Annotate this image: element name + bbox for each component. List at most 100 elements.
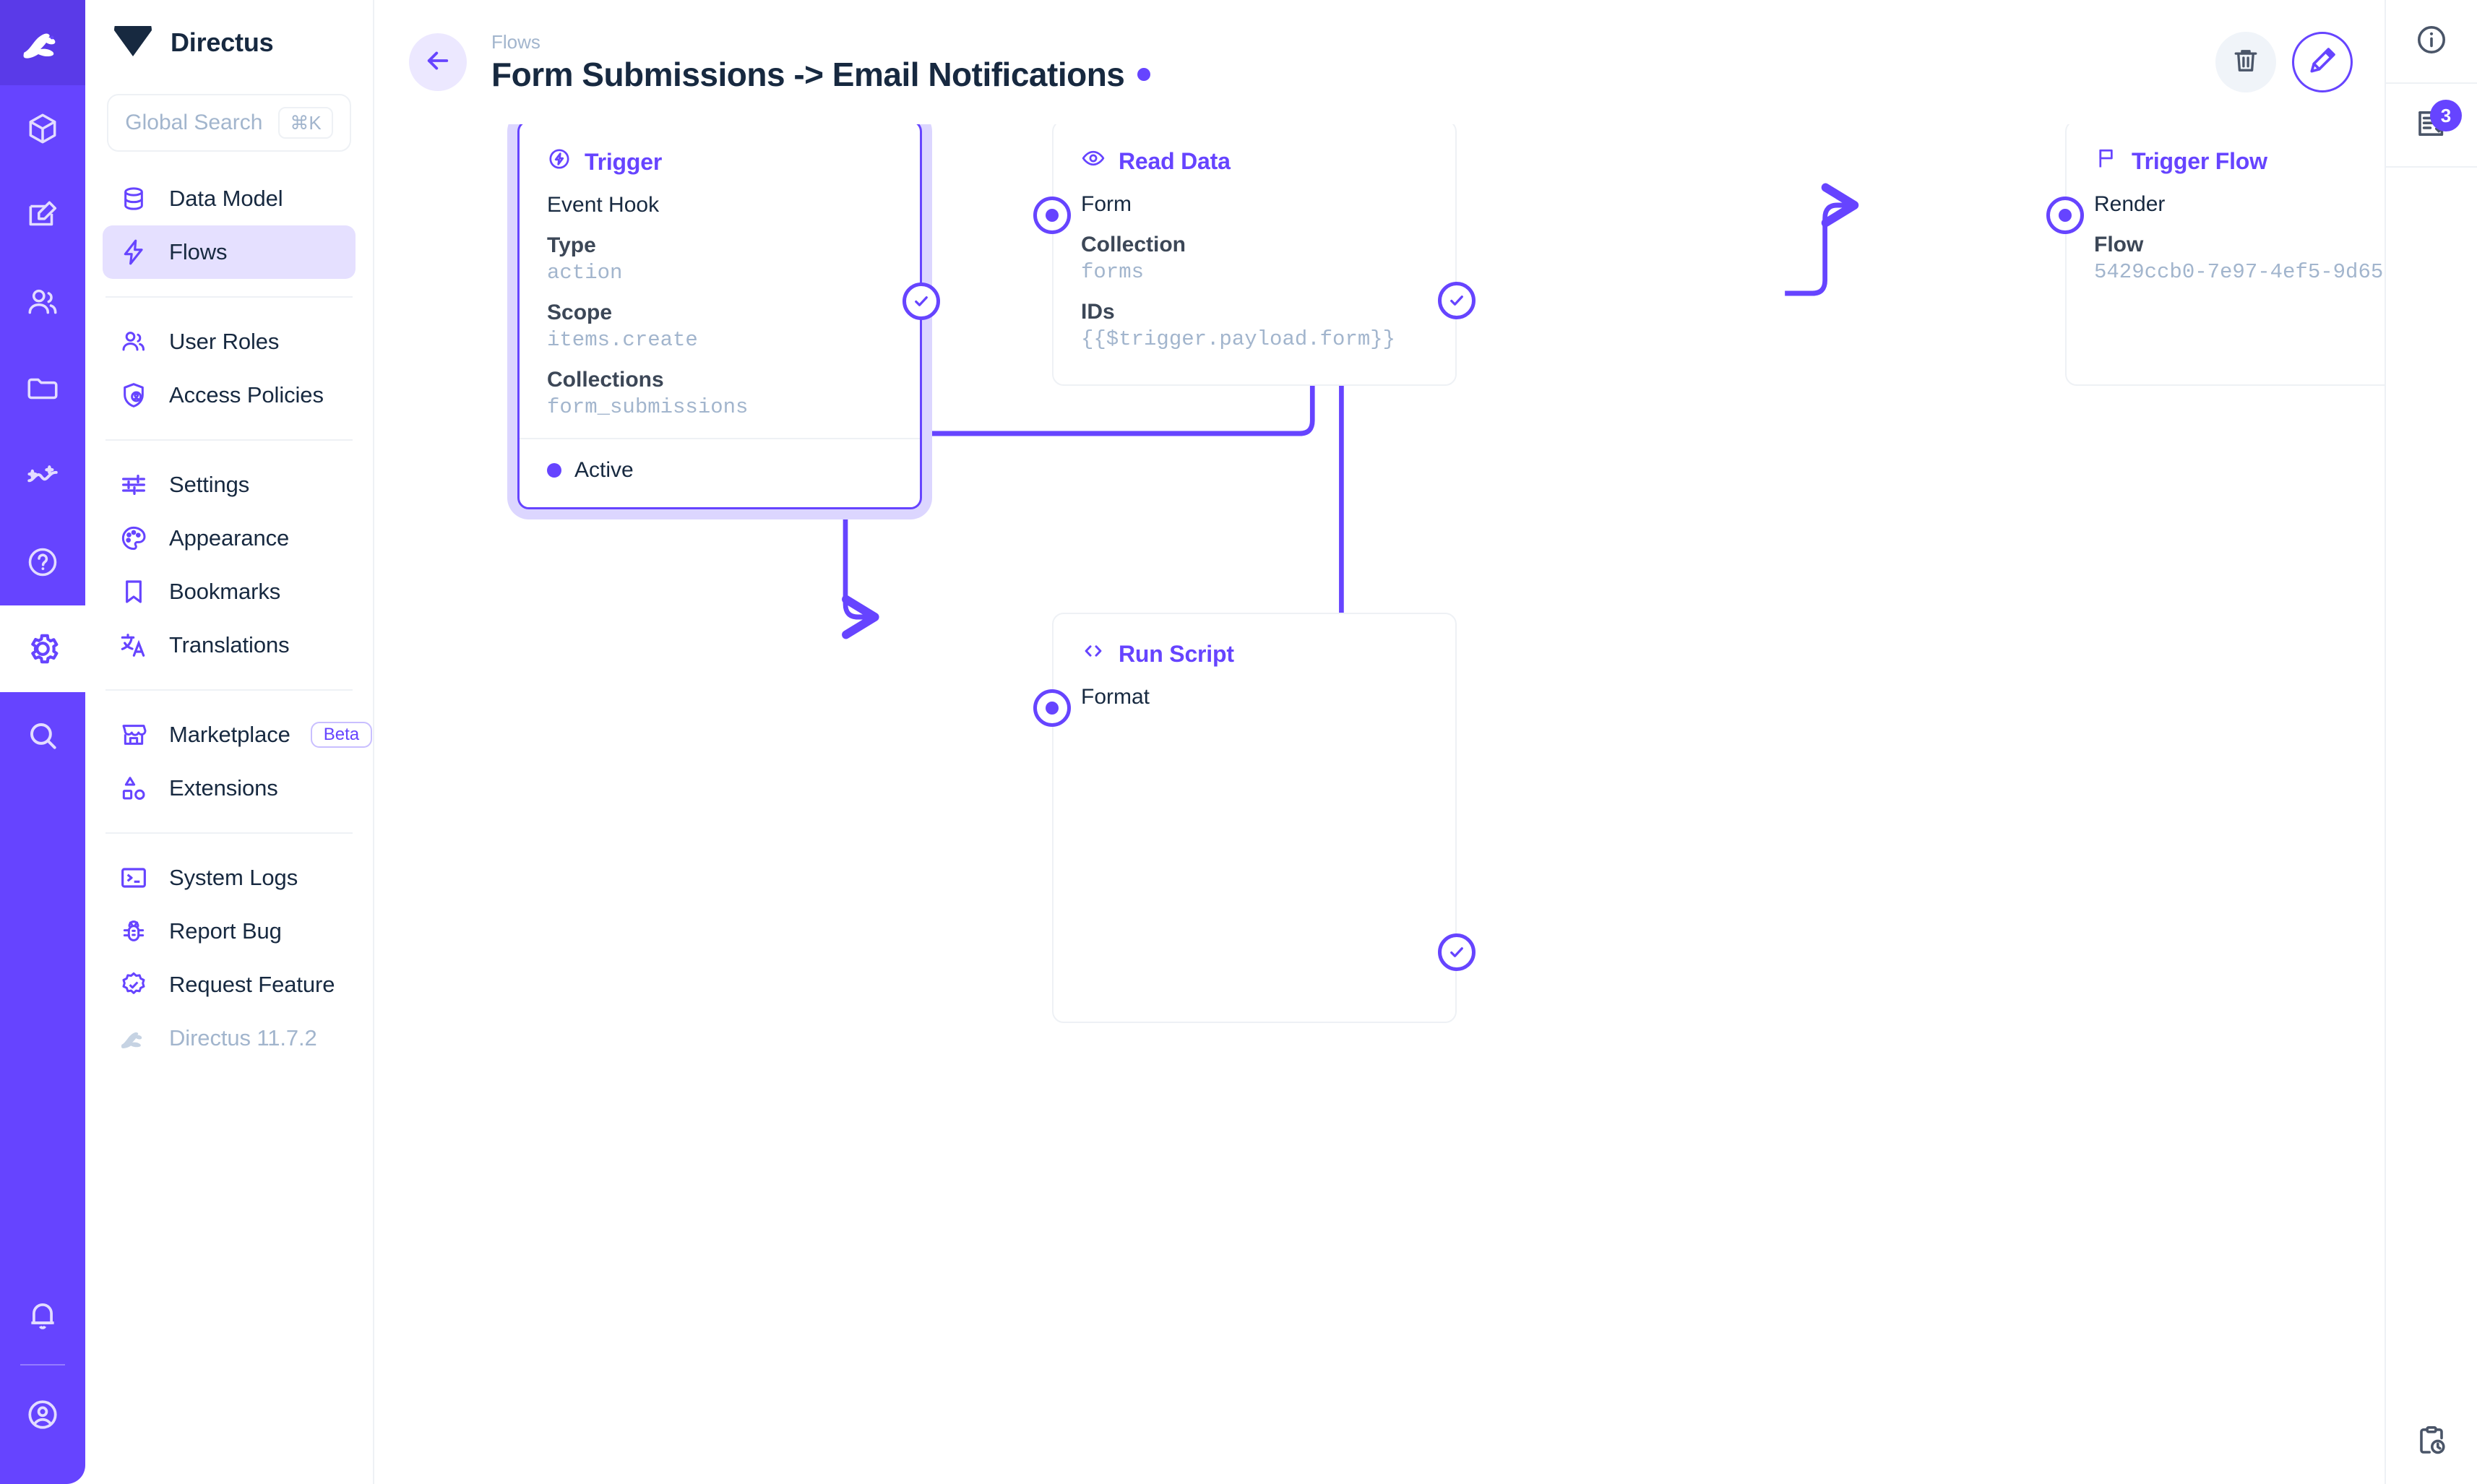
trigger-bolt-circle-icon	[547, 147, 572, 177]
sidebar-item-user-roles[interactable]: User Roles	[103, 315, 356, 368]
title-block: Flows Form Submissions -> Email Notifica…	[491, 30, 1151, 94]
brand-name: Directus	[171, 27, 274, 57]
edit-flow-button[interactable]	[2292, 32, 2353, 92]
flow-node-read-data[interactable]: Read Data Form Collection forms IDs {{$t…	[1033, 124, 1476, 386]
port-input-run-script[interactable]	[1033, 689, 1071, 727]
page-title: Form Submissions -> Email Notifications	[491, 55, 1125, 93]
rail-item-users[interactable]	[0, 259, 85, 345]
edge-trigger-flow-render-to-send	[1785, 183, 1859, 296]
sidebar-item-marketplace[interactable]: Marketplace Beta	[103, 708, 373, 762]
flow-node-run-script[interactable]: Run Script Format	[1033, 613, 1476, 1023]
flow-node-trigger-flow-render[interactable]: Trigger Flow Render Flow 5429ccb0-7e97-4…	[2046, 124, 2385, 386]
sidebar-item-flows[interactable]: Flows	[103, 225, 356, 279]
eye-icon	[1081, 146, 1106, 176]
node-title-row: Run Script	[1081, 639, 1428, 669]
sidebar-item-label: Extensions	[169, 775, 278, 801]
rail-item-help[interactable]	[0, 519, 85, 605]
sidebar-item-settings[interactable]: Settings	[103, 458, 356, 512]
shapes-icon	[119, 773, 149, 803]
nav-divider	[105, 296, 353, 298]
nav-group-1: Data Model Flows	[85, 152, 373, 279]
nav-divider	[105, 832, 353, 834]
rail-item-insights[interactable]	[0, 432, 85, 519]
nav-group-5: System Logs Report Bug Request Feature	[85, 851, 373, 1065]
sidebar-item-translations[interactable]: Translations	[103, 618, 356, 672]
field-value-scope: items.create	[547, 328, 698, 352]
trash-icon	[2230, 45, 2262, 80]
code-brackets-icon	[1081, 639, 1106, 669]
sidebar-item-label: System Logs	[169, 865, 298, 890]
search-shortcut-key: ⌘K	[278, 106, 333, 139]
field-label-flow: Flow	[2094, 233, 2144, 256]
field-label-type: Type	[547, 233, 596, 257]
rail-item-content[interactable]	[0, 85, 85, 172]
field-label-collection: Collection	[1081, 233, 1186, 256]
field-value-ids: {{$trigger.payload.form}}	[1081, 327, 1396, 351]
page-header: Flows Form Submissions -> Email Notifica…	[374, 0, 2385, 124]
shield-person-icon	[119, 380, 149, 410]
port-resolve-read-data[interactable]	[1438, 282, 1476, 319]
search-placeholder: Global Search	[125, 111, 263, 134]
field-label-collections: Collections	[547, 368, 664, 392]
verified-check-icon	[119, 970, 149, 1000]
sidebar-item-bookmarks[interactable]: Bookmarks	[103, 565, 356, 618]
clipboard-clock-icon	[2414, 1423, 2449, 1462]
rail-item-search[interactable]	[0, 692, 85, 779]
node-title: Trigger	[585, 148, 663, 175]
module-rail	[0, 0, 85, 1484]
sidebar-item-extensions[interactable]: Extensions	[103, 762, 356, 815]
revisions-count-badge: 3	[2430, 100, 2462, 131]
node-subtitle: Form	[1081, 192, 1132, 216]
sidebar-item-request-feature[interactable]: Request Feature	[103, 958, 356, 1011]
directus-rabbit-logo-icon[interactable]	[0, 0, 85, 85]
field-label-ids: IDs	[1081, 300, 1115, 324]
sidebar-item-data-model[interactable]: Data Model	[103, 172, 356, 225]
flow-logs-button[interactable]	[2385, 1400, 2477, 1484]
delete-flow-button[interactable]	[2215, 32, 2276, 92]
port-input-trigger-flow-render[interactable]	[2046, 197, 2084, 234]
node-title-row: Read Data	[1081, 146, 1428, 176]
active-status-text: Active	[574, 458, 634, 482]
sidebar-item-system-logs[interactable]: System Logs	[103, 851, 356, 905]
rail-item-files[interactable]	[0, 345, 85, 432]
breadcrumb[interactable]: Flows	[491, 30, 540, 53]
node-subtitle: Event Hook	[547, 193, 660, 217]
database-icon	[119, 184, 149, 214]
main-content: Flows Form Submissions -> Email Notifica…	[374, 0, 2385, 1484]
sidebar-item-access-policies[interactable]: Access Policies	[103, 368, 356, 422]
info-panel-button[interactable]	[2385, 0, 2477, 84]
users-icon	[119, 327, 149, 357]
nav-group-2: User Roles Access Policies	[85, 315, 373, 422]
node-title: Read Data	[1119, 147, 1231, 174]
rail-item-account[interactable]	[0, 1371, 85, 1458]
global-search-input[interactable]: Global Search ⌘K	[107, 94, 351, 152]
brand-header[interactable]: Directus	[85, 0, 373, 85]
back-button[interactable]	[409, 33, 467, 91]
flow-canvas[interactable]: Trigger Event Hook Type action Scope ite…	[374, 124, 2385, 1484]
node-title-row: Trigger	[547, 147, 892, 177]
rail-item-notifications[interactable]	[0, 1272, 85, 1358]
nav-divider	[105, 439, 353, 441]
sidebar-item-appearance[interactable]: Appearance	[103, 512, 356, 565]
bug-icon	[119, 916, 149, 946]
bookmark-icon	[119, 577, 149, 607]
revisions-button[interactable]: 3	[2385, 84, 2477, 168]
rail-item-editor[interactable]	[0, 172, 85, 259]
translate-icon	[119, 630, 149, 660]
flow-node-trigger[interactable]: Trigger Event Hook Type action Scope ite…	[517, 124, 940, 509]
nav-group-4: Marketplace Beta Extensions	[85, 708, 373, 815]
port-input-read-data[interactable]	[1033, 197, 1071, 234]
nav-divider	[105, 689, 353, 691]
arrow-left-icon	[423, 46, 453, 79]
sidebar-item-label: Report Bug	[169, 918, 282, 944]
sidebar-item-version: Directus 11.7.2	[103, 1011, 356, 1065]
sidebar-item-report-bug[interactable]: Report Bug	[103, 905, 356, 958]
field-value-type: action	[547, 261, 623, 285]
sidebar-item-label: Translations	[169, 632, 290, 657]
rail-item-settings[interactable]	[0, 605, 85, 692]
flag-icon	[2094, 146, 2119, 176]
port-resolve-trigger[interactable]	[903, 282, 940, 320]
field-value-collections: form_submissions	[547, 395, 749, 419]
port-resolve-run-script[interactable]	[1438, 933, 1476, 971]
